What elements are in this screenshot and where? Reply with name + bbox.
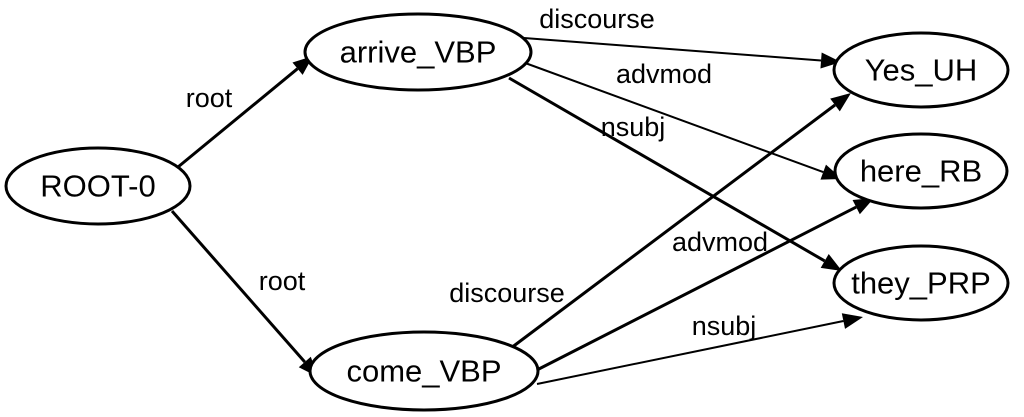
node-come[interactable]: come_VBP — [308, 330, 540, 412]
edge-line — [170, 210, 306, 363]
node-ellipse — [308, 330, 540, 412]
edges-layer: root root discourse advmod nsubj discourse adv… — [170, 4, 874, 385]
node-label: come_VBP — [346, 354, 501, 389]
edge-label: discourse — [539, 4, 655, 34]
edge-line — [508, 76, 826, 263]
arrowhead-icon — [841, 313, 863, 329]
node-ellipse — [832, 244, 1010, 322]
node-ellipse — [832, 31, 1010, 109]
edge-root-arrive: root — [177, 56, 313, 169]
edge-root-come: root — [170, 210, 318, 377]
edge-arrive-yes: discourse — [523, 4, 841, 69]
node-they[interactable]: they_PRP — [832, 244, 1010, 322]
node-label: Yes_UH — [865, 53, 978, 88]
node-root[interactable]: ROOT-0 — [4, 146, 192, 226]
edge-come-yes: discourse — [449, 93, 851, 350]
arrowhead-icon — [830, 93, 851, 112]
node-arrive[interactable]: arrive_VBP — [303, 12, 533, 92]
edge-line — [536, 320, 844, 385]
edge-label: root — [259, 266, 306, 296]
node-label: here_RB — [860, 154, 982, 189]
edge-label: nsubj — [601, 112, 666, 142]
arrowhead-icon — [820, 52, 841, 69]
node-here[interactable]: here_RB — [833, 132, 1009, 210]
edge-come-here: advmod — [530, 198, 874, 375]
node-yes[interactable]: Yes_UH — [832, 31, 1010, 109]
edge-line — [530, 205, 857, 375]
node-label: they_PRP — [851, 266, 991, 301]
node-label: ROOT-0 — [40, 169, 155, 204]
edge-label: discourse — [449, 278, 565, 308]
edge-label: advmod — [672, 227, 768, 257]
node-ellipse — [303, 12, 533, 92]
edge-arrive-here: advmod — [516, 59, 842, 180]
edge-line — [510, 103, 836, 350]
edge-label: advmod — [616, 59, 712, 89]
node-ellipse — [833, 132, 1009, 210]
arrowhead-icon — [852, 198, 874, 215]
edge-line — [177, 67, 299, 169]
edge-come-they: nsubj — [536, 311, 863, 385]
edge-label: nsubj — [692, 311, 757, 341]
node-label: arrive_VBP — [340, 35, 497, 70]
arrowhead-icon — [820, 254, 842, 271]
edge-label: root — [186, 83, 233, 113]
nodes-layer: ROOT-0 arrive_VBP come_VBP Yes_UH here_RBthe… — [4, 12, 1010, 412]
edge-line — [523, 37, 822, 62]
edge-arrive-they: nsubj — [508, 76, 842, 271]
node-ellipse — [4, 146, 192, 226]
